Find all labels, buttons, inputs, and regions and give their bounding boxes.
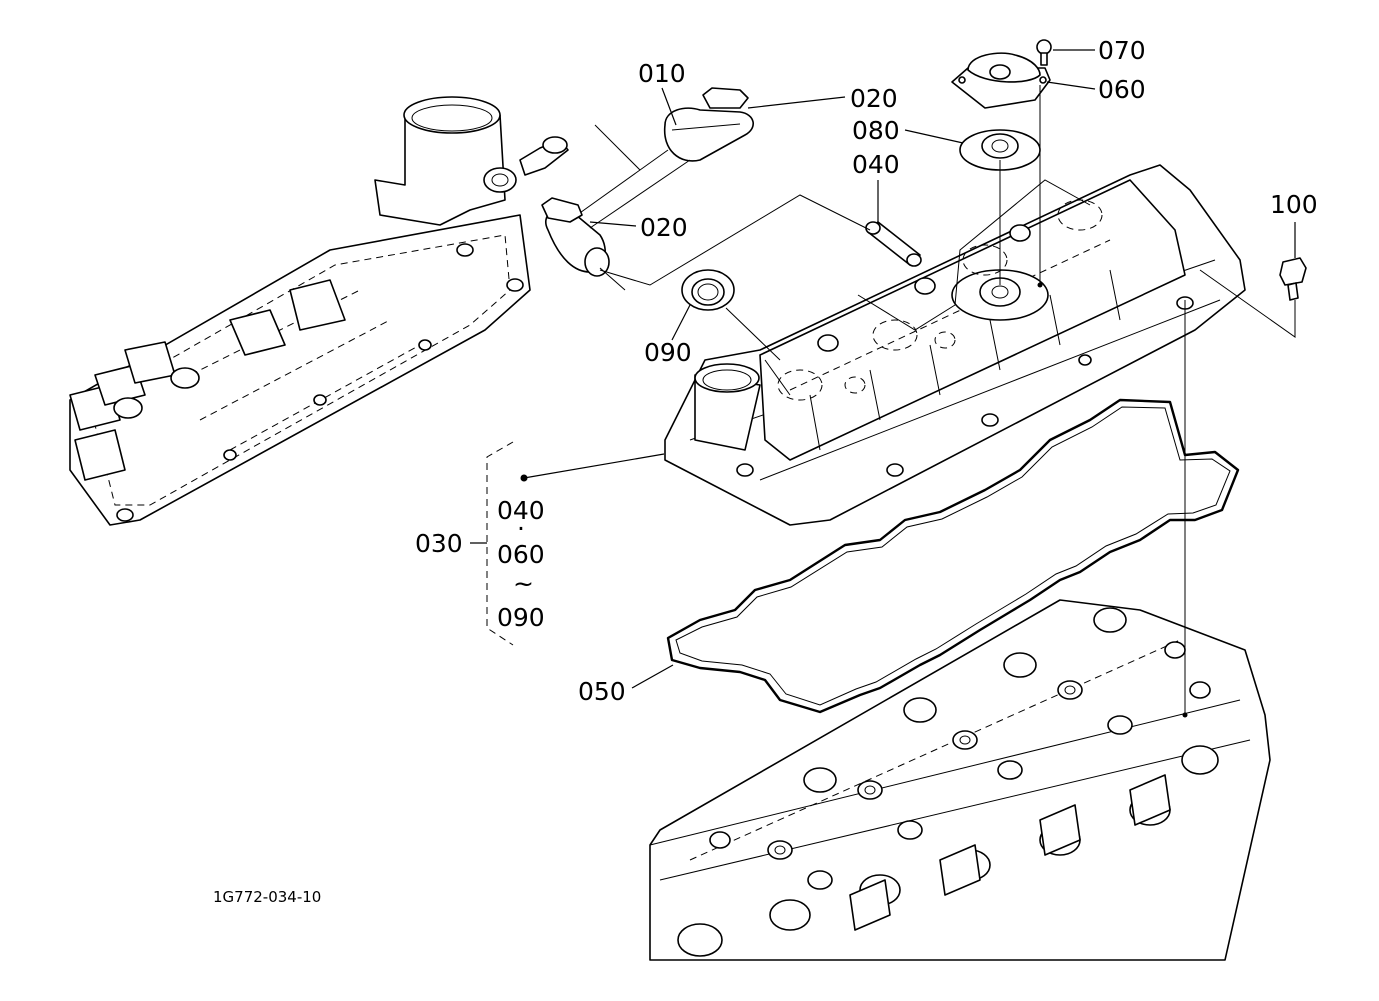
cover-gasket bbox=[666, 398, 1240, 714]
oil-seal bbox=[681, 269, 735, 311]
rocker-arm-cover bbox=[664, 164, 1246, 526]
leader-lines bbox=[470, 49, 1296, 689]
callout-090: 090 bbox=[644, 338, 692, 367]
pipe-040 bbox=[865, 221, 922, 267]
cylinder-head bbox=[649, 599, 1271, 961]
callout-020-top: 020 bbox=[850, 84, 898, 113]
assembly-tilde: ~ bbox=[513, 569, 534, 598]
oil-filler-cap bbox=[951, 52, 1051, 109]
callout-070: 070 bbox=[1098, 36, 1146, 65]
callout-030: 030 bbox=[415, 529, 463, 558]
breather-hose bbox=[545, 107, 754, 277]
cover-bolt bbox=[1279, 257, 1307, 301]
hose-clamp-lower bbox=[541, 197, 583, 223]
callout-040: 040 bbox=[852, 150, 900, 179]
assembly-mid: 060 bbox=[497, 540, 545, 569]
callout-100: 100 bbox=[1270, 190, 1318, 219]
assembly-start: 040 bbox=[497, 496, 545, 525]
callout-080: 080 bbox=[852, 116, 900, 145]
hose-clamp-top bbox=[702, 87, 749, 109]
breather-connector bbox=[519, 136, 569, 176]
assembly-dot: · bbox=[517, 514, 525, 543]
cap-gasket bbox=[959, 129, 1041, 171]
cap-screw bbox=[1036, 39, 1052, 66]
intake-manifold bbox=[69, 96, 531, 526]
reference-lines bbox=[594, 85, 1296, 718]
callout-010: 010 bbox=[638, 59, 686, 88]
callout-020-mid: 020 bbox=[640, 213, 688, 242]
assembly-end: 090 bbox=[497, 603, 545, 632]
figure-id: 1G772-034-10 bbox=[213, 888, 321, 906]
callout-060: 060 bbox=[1098, 75, 1146, 104]
callout-050: 050 bbox=[578, 677, 626, 706]
